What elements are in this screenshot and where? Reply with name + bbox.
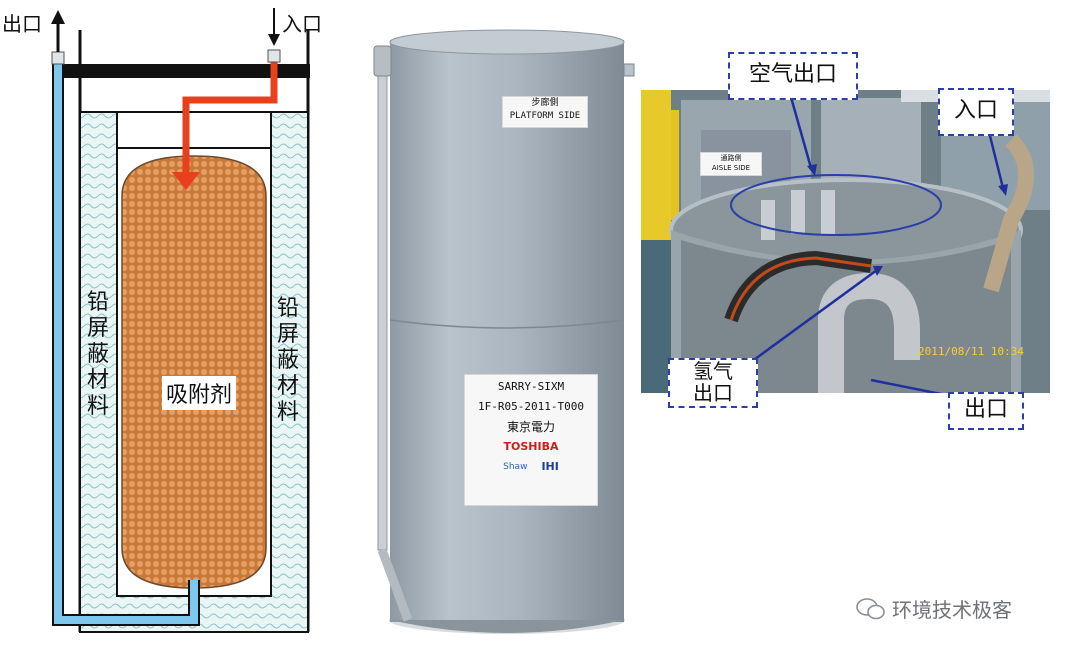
watermark-text: 环境技术极客 (892, 598, 1012, 622)
shield-left-char: 铅 (86, 290, 109, 315)
nameplate-model: SARRY-SIXM (497, 380, 565, 393)
shield-right-char: 材 (276, 374, 299, 399)
nameplate-toshiba: TOSHIBA (503, 440, 559, 453)
photo-timestamp: 2011/08/11 10:34 (918, 345, 1024, 358)
hydrogen-outlet-line1: 氢气 (693, 359, 733, 383)
shaw-logo: Shaw (503, 462, 528, 472)
adsorbent-label: 吸附剂 (162, 376, 237, 410)
hydrogen-outlet-callout: 氢气 出口 (668, 358, 758, 408)
wechat-icon (856, 597, 885, 619)
air-outlet-callout: 空气出口 (728, 52, 858, 100)
schematic-inlet-label: 入口 (282, 12, 322, 36)
aisle-side-sign: 通路側 AISLE SIDE (700, 152, 762, 176)
inlet-callout: 入口 (938, 88, 1014, 136)
shield-right-char: 铅 (276, 296, 299, 321)
installation-photo (641, 90, 1050, 393)
schematic-outlet-label: 出口 (2, 12, 42, 36)
vessel-schematic (51, 8, 310, 633)
platform-side-sign-line2: PLATFORM SIDE (509, 111, 581, 121)
vessel-photo (373, 29, 635, 634)
shield-left-char: 蔽 (86, 342, 109, 367)
hydrogen-outlet-line2: 出口 (693, 381, 733, 405)
shield-right-label: 铅 屏 蔽 材 料 (276, 296, 300, 426)
nameplate-serial: 1F-R05-2011-T000 (478, 400, 584, 413)
nameplate-owner: 東京電力 (506, 420, 555, 434)
aisle-side-sign-line2: AISLE SIDE (711, 164, 751, 172)
nameplate-logos: Shaw IHI (465, 457, 597, 477)
watermark: 环境技术极客 (856, 594, 1012, 623)
platform-side-sign-line1: 步廊側 (531, 98, 559, 108)
shield-left-char: 材 (86, 368, 109, 393)
shield-left-char: 屏 (86, 316, 109, 341)
shield-left-label: 铅 屏 蔽 材 料 (86, 290, 110, 420)
shield-right-char: 料 (276, 400, 299, 425)
ihi-logo: IHI (541, 460, 559, 473)
shield-right-char: 蔽 (276, 348, 299, 373)
outlet-callout: 出口 (948, 392, 1024, 430)
aisle-side-sign-line1: 通路側 (720, 154, 742, 162)
shield-right-char: 屏 (276, 322, 299, 347)
shield-left-char: 料 (86, 394, 109, 419)
platform-side-sign: 步廊側 PLATFORM SIDE (502, 96, 588, 128)
nameplate: SARRY-SIXM 1F-R05-2011-T000 東京電力 TOSHIBA… (464, 374, 598, 506)
